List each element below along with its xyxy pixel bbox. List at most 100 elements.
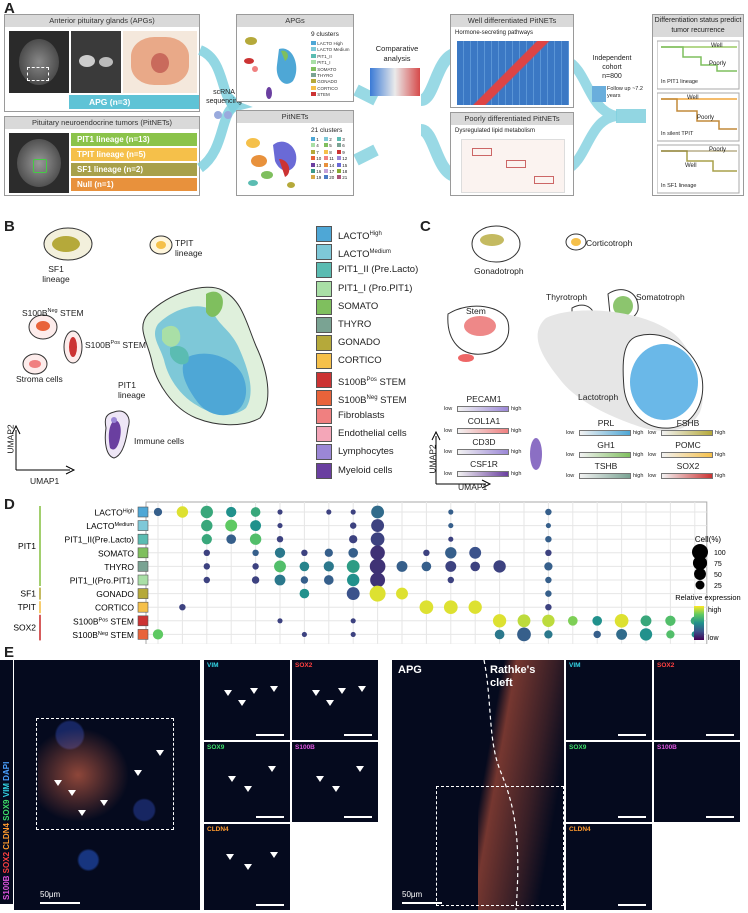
- dot-chga-row5: [370, 572, 386, 588]
- dot-rbp4-row3: [469, 546, 482, 559]
- marker-name: POMC: [675, 439, 701, 450]
- tile-left-vim: VIM: [204, 660, 290, 740]
- pitnet-cluster-9: 9: [337, 149, 350, 156]
- channel-label-s100b: S100B: [2, 873, 11, 900]
- dot-chga-row1: [371, 519, 385, 533]
- dot-lhx3-row7: [545, 603, 552, 611]
- legend-swatch: [316, 462, 332, 479]
- arrowhead-marker: [228, 776, 236, 782]
- dot-pcolce2-row7: [419, 600, 434, 615]
- dot-chga-row4: [369, 558, 386, 575]
- km1-top: Well: [711, 43, 723, 49]
- apg-header: Anterior pituitary glands (APGs): [5, 15, 199, 27]
- legend-swatch: [316, 226, 332, 242]
- tile-left-s100b: S100B: [292, 742, 378, 822]
- legend-label: GONADO: [338, 337, 381, 349]
- pitnet-cluster-1: 1: [311, 137, 324, 143]
- dot-s100b-row8: [567, 615, 578, 626]
- dot-cited1-row9: [350, 631, 356, 637]
- poor-diff-sub: Dysregulated lipid metabolism: [455, 128, 536, 134]
- row-swatch: [137, 615, 149, 627]
- dot-lhx3-row0: [545, 508, 552, 516]
- umap1-c: UMAP1: [458, 482, 488, 492]
- dot-chga-row3: [370, 545, 385, 561]
- dot-enpp1-row2: [249, 533, 262, 545]
- pitnet-cluster-8: 8: [324, 149, 337, 156]
- dot-lhx3-row2: [545, 535, 552, 543]
- km-curves: [657, 40, 740, 194]
- tile-right-cldn4: CLDN4: [566, 824, 652, 910]
- arrowhead-marker: [332, 786, 340, 792]
- dot-plot: LACTOHighLACTOMediumPIT1_II(Pre.Lacto)SO…: [13, 501, 741, 644]
- legend-swatch: [316, 444, 332, 461]
- cohort-label: Independent cohort n=800: [592, 55, 632, 80]
- km1-caption: In PIT1 lineage: [661, 79, 698, 85]
- dot-angpt1-row0: [226, 506, 237, 518]
- gradient-bar: [457, 427, 509, 434]
- row-label: LACTOMedium: [86, 521, 134, 531]
- arrowhead-marker: [270, 852, 278, 858]
- arrowhead-marker: [54, 780, 62, 786]
- pitnet-cluster-12: 12: [337, 156, 350, 162]
- dot-cited1-row1: [349, 522, 357, 529]
- label-lactotroph: Lactotroph: [578, 392, 619, 402]
- channel-label-sox2: SOX2: [2, 849, 11, 874]
- channel-label-sox9: SOX9: [2, 797, 11, 821]
- legend-swatch: [316, 244, 332, 261]
- legend-swatch: [316, 280, 332, 297]
- marker-name: PECAM1: [466, 394, 502, 404]
- dot-chga-row0: [371, 505, 385, 519]
- dot-vim-row9: [616, 628, 628, 640]
- marker-name: GH1: [597, 439, 615, 450]
- legend-label: CORTICO: [338, 355, 382, 367]
- km3-bottom: Well: [685, 163, 697, 169]
- dot-lhx3-row9: [544, 630, 553, 639]
- pitnet-cluster-11: 11: [324, 156, 337, 162]
- dot-drd2-row2: [201, 534, 212, 545]
- lineage-sf1: SF1 lineage (n=2): [71, 163, 197, 176]
- label-tpit: TPIT lineage: [175, 238, 203, 258]
- legend-label: PIT1_II (Pre.Lacto): [338, 264, 419, 276]
- size-legend-dot: [692, 544, 708, 560]
- anatomy-illustration: [123, 31, 197, 93]
- legend-swatch: [316, 335, 332, 352]
- km2-bottom: Poorly: [697, 115, 715, 121]
- dot-igfbp7-row8: [492, 614, 507, 628]
- database-icon: [592, 86, 606, 102]
- dot-gata3-row9: [301, 631, 307, 637]
- row-label: CORTICO: [95, 603, 134, 613]
- marker-name: CSF1R: [470, 458, 498, 469]
- row-swatch: [137, 547, 149, 559]
- pitnet-header: Pituitary neuroendocrine tumors (PitNETs…: [5, 117, 199, 129]
- dot-chga-row6: [369, 585, 386, 602]
- arrowhead-marker: [270, 686, 278, 692]
- pitnet-cluster-13: 13: [311, 162, 324, 169]
- dot-rxrg-row2: [276, 535, 284, 543]
- dot-rasd1-row1: [448, 523, 454, 529]
- dot-rasd1-row3: [445, 547, 457, 559]
- pitnet-cluster-14: 14: [324, 162, 337, 169]
- marker-name: FSHB: [676, 418, 700, 428]
- dot-drd2-row0: [200, 505, 213, 519]
- size-legend-value: 25: [714, 583, 722, 590]
- pitnets-umap-box: PitNETs 21 clusters 1 2 3 4 5 6 7 8 9 10…: [236, 110, 354, 196]
- dot-cited1-row6: [346, 587, 360, 601]
- followup-label: Follow up ~7.2 years: [607, 86, 643, 99]
- label-sf1: SF1 lineage: [42, 264, 70, 284]
- size-legend-dot: [692, 555, 708, 571]
- legend-swatch: [316, 353, 332, 370]
- dot-cldn4-row8: [640, 615, 652, 627]
- legend-label: SOMATO: [338, 300, 379, 312]
- scalebar-left-label: 50μm: [40, 890, 61, 899]
- dot-igfbp7-row4: [493, 560, 506, 573]
- apg-count: APG (n=3): [69, 95, 199, 109]
- label-somatotroph: Somatotroph: [636, 292, 685, 302]
- legend-label: Endothelial cells: [338, 428, 407, 440]
- arrowhead-marker: [100, 800, 108, 806]
- dot-sox2-row9: [517, 627, 531, 642]
- size-legend-value: 75: [714, 561, 722, 568]
- dot-sox9-row9: [593, 630, 601, 639]
- marker-name: COL1A1: [467, 415, 501, 426]
